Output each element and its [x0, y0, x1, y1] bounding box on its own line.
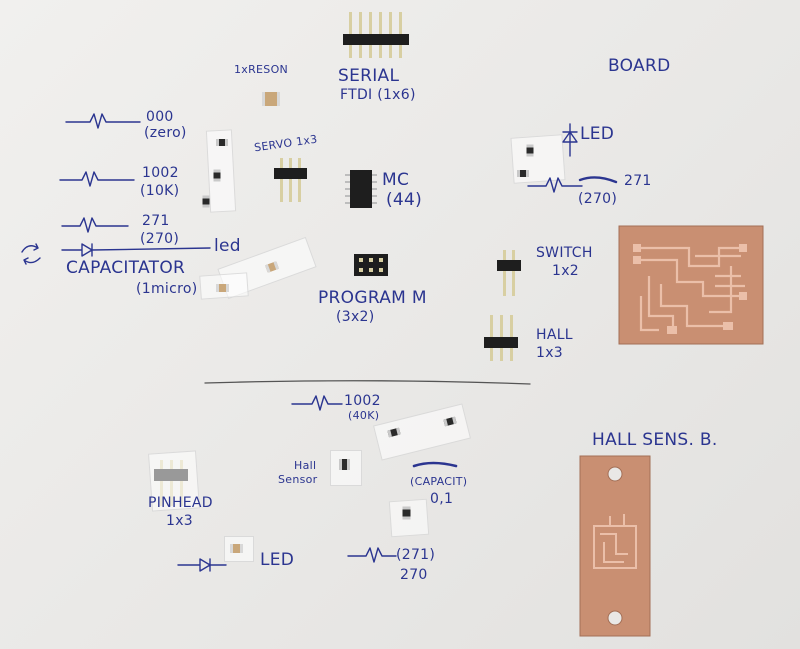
hall-sensor-part: [339, 459, 350, 470]
label-serial: SERIAL: [338, 66, 400, 86]
resonator-part: [262, 92, 280, 106]
label-res-271-right-value: 271: [624, 173, 652, 189]
label-board: BOARD: [608, 56, 671, 76]
label-res-40k-value: 1002: [344, 393, 381, 409]
label-hall-sens-board: HALL SENS. B.: [592, 430, 718, 450]
label-res-271-left-name: (270): [140, 231, 180, 247]
smd-resistor-270-right: [517, 170, 529, 177]
microcontroller-chip: [345, 170, 377, 208]
label-program-size: (3x2): [336, 309, 375, 325]
label-switch: SWITCH: [536, 245, 593, 261]
label-capacit: (CAPACIT): [410, 475, 468, 488]
label-res-271-left-value: 271: [142, 213, 170, 229]
label-program: PROGRAM M: [318, 288, 427, 308]
smd-led-bottom: [230, 544, 243, 553]
ftdi-header: [343, 12, 409, 58]
label-res-zero-name: (zero): [144, 125, 187, 141]
hall-header: [484, 315, 518, 361]
label-res-zero-value: 000: [146, 109, 174, 125]
label-hall-sensor-2: Sensor: [278, 473, 318, 486]
label-res-10k-value: 1002: [142, 165, 179, 181]
label-ftdi: FTDI (1x6): [340, 87, 416, 103]
label-pinhead-size: 1x3: [166, 513, 193, 529]
label-mc: MC: [382, 170, 410, 190]
label-res-271-right-name: (270): [578, 191, 618, 207]
hall-sensor-pcb-board: [579, 455, 651, 637]
label-res-10k-name: (10K): [140, 183, 180, 199]
switch-header: [497, 250, 521, 296]
servo-header: [274, 158, 307, 202]
label-res-bottom-name: 270: [400, 567, 428, 583]
label-res-40k-name: (40K): [348, 409, 380, 422]
label-capacitator-value: (1micro): [136, 281, 198, 297]
label-led-bottom: LED: [260, 550, 295, 570]
label-hall-size: 1x3: [536, 345, 563, 361]
label-capacitator: CAPACITATOR: [66, 258, 186, 278]
label-switch-size: 1x2: [552, 263, 579, 279]
label-led-mid: led: [214, 236, 241, 256]
label-mc-pins: (44): [386, 190, 423, 210]
label-hall: HALL: [536, 327, 573, 343]
label-led-top: LED: [580, 124, 615, 144]
main-pcb-board: [618, 225, 764, 345]
label-pinhead: PINHEAD: [148, 495, 213, 511]
label-resonator: 1xRESON: [234, 63, 289, 76]
smd-resistor-zero: [216, 139, 228, 146]
label-hall-sensor: Hall: [294, 459, 317, 472]
smd-capacitor-1micro: [216, 284, 229, 292]
label-res-bottom-value: (271): [396, 547, 436, 563]
label-capacit-value: 0,1: [430, 491, 454, 507]
program-header: [354, 254, 388, 276]
